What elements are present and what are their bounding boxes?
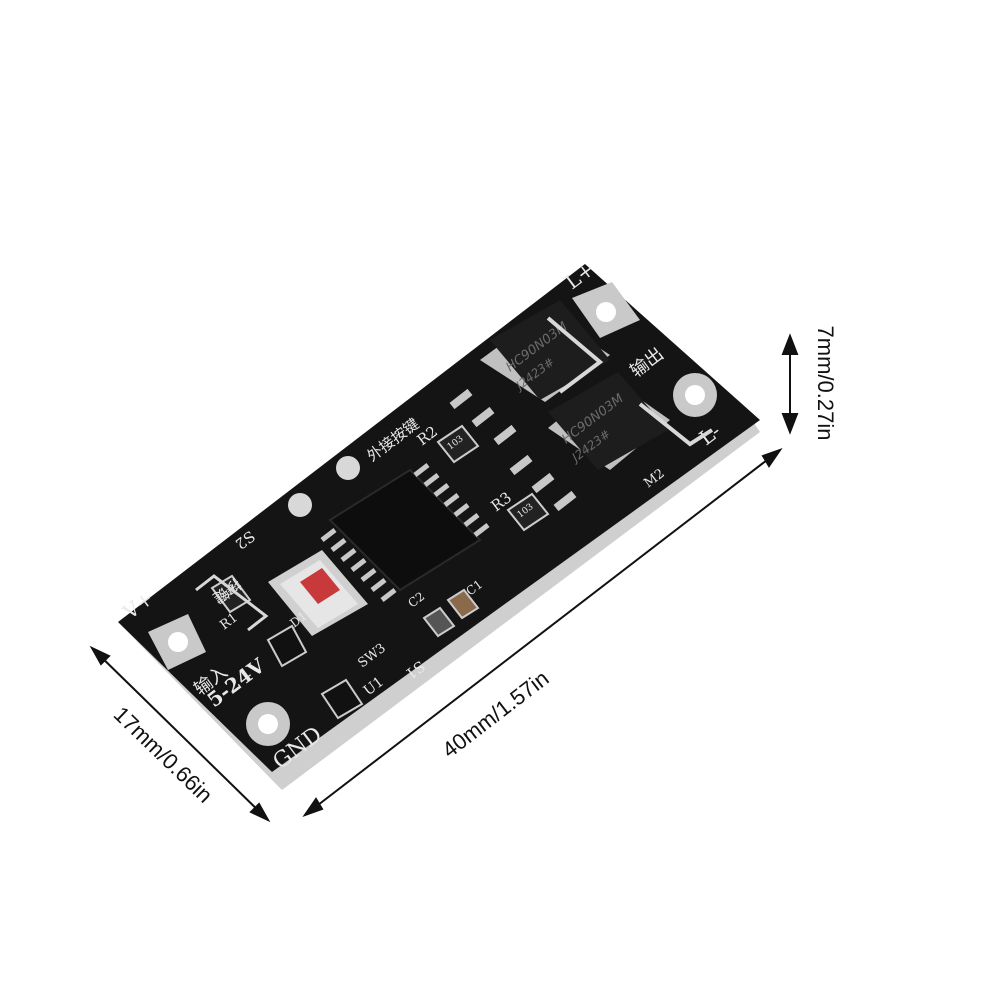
dimension-height <box>781 333 799 435</box>
width-arrowhead-start <box>89 645 111 666</box>
pcb-board: HC90N03M J2423# HC90N03M J2423# <box>118 257 760 790</box>
width-dimension-line <box>91 647 269 821</box>
dimension-length <box>302 448 783 817</box>
test-pad <box>336 456 360 480</box>
resistor-r3: 103 <box>506 492 550 532</box>
height-arrowhead-top <box>781 333 799 355</box>
mount-pad-out-plus <box>572 282 640 338</box>
diode-d1 <box>266 624 308 668</box>
switch-outline <box>195 574 269 632</box>
capacitor-c2 <box>422 606 456 638</box>
length-dimension-line <box>304 449 781 816</box>
length-arrowhead-end <box>761 448 783 468</box>
height-arrowhead-bottom <box>781 413 799 435</box>
tactile-switch <box>268 550 368 636</box>
regulator-u1 <box>320 678 364 720</box>
length-arrowhead-start <box>302 797 324 817</box>
resistor-r1: 101 <box>210 574 252 614</box>
resistor-r2: 103 <box>436 424 480 464</box>
mosfet-2: HC90N03M J2423# <box>509 372 670 512</box>
mount-pad-in-plus <box>148 614 206 670</box>
test-pad <box>288 493 312 517</box>
mount-pad-gnd <box>246 702 290 746</box>
mount-pad-out-minus <box>673 373 717 417</box>
capacitor-c1 <box>446 588 480 620</box>
height-label: 7mm/0.27in <box>813 326 838 441</box>
length-label: 40mm/1.57in <box>437 665 553 762</box>
switch-button-cap <box>300 568 340 604</box>
ic-chip <box>320 463 490 602</box>
output-terminal-outline <box>546 316 714 447</box>
width-arrowhead-end <box>249 802 271 823</box>
dimension-width <box>89 645 271 823</box>
